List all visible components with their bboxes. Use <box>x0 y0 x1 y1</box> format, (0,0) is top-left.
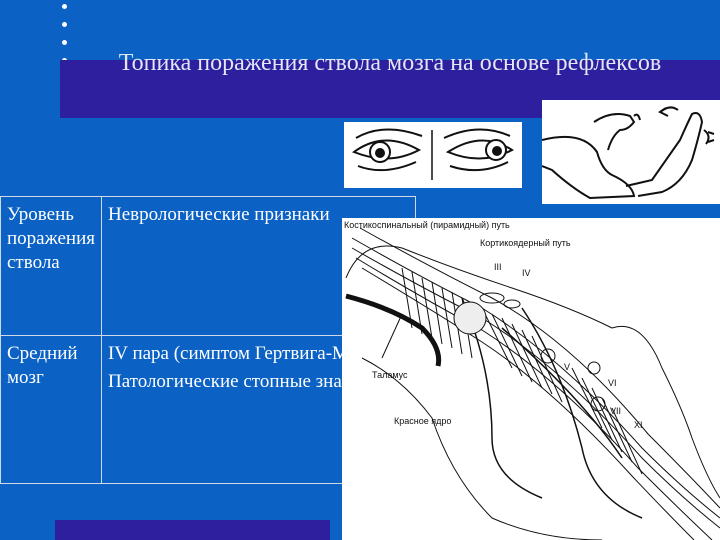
label-n4: IV <box>522 268 531 278</box>
label-corticospinal: Костикоспинальный (пирамидный) путь <box>344 220 510 230</box>
label-n11: XI <box>634 420 643 430</box>
label-n7: VII <box>610 406 622 416</box>
eyes-illustration <box>344 122 522 188</box>
reflex-table: Уровень поражения ствола Неврологические… <box>0 196 416 484</box>
slide-title: Топика поражения ствола мозга на основе … <box>118 50 662 76</box>
brainstem-diagram: Костикоспинальный (пирамидный) путь Корт… <box>342 218 720 540</box>
label-corticonuclear: Кортикоядерный путь <box>480 238 571 248</box>
bullet-dot <box>62 22 67 27</box>
feet-illustration <box>541 100 720 204</box>
header-level: Уровень поражения ствола <box>0 196 102 336</box>
label-n6: VI <box>608 378 617 388</box>
sign-2: Патологические стопные знаки. <box>107 371 366 392</box>
bullet-dot <box>62 4 67 9</box>
bottom-band <box>55 520 330 540</box>
label-n5: V <box>564 362 571 372</box>
bullet-dot <box>62 40 67 45</box>
label-red-nucleus: Красное ядро <box>394 416 452 426</box>
sign-1: IV пара (симптом Гертвига-Мажанди <box>107 343 409 364</box>
row-level: Средний мозг <box>0 335 102 484</box>
label-n3: III <box>494 262 502 272</box>
label-thalamus: Таламус <box>372 370 408 380</box>
